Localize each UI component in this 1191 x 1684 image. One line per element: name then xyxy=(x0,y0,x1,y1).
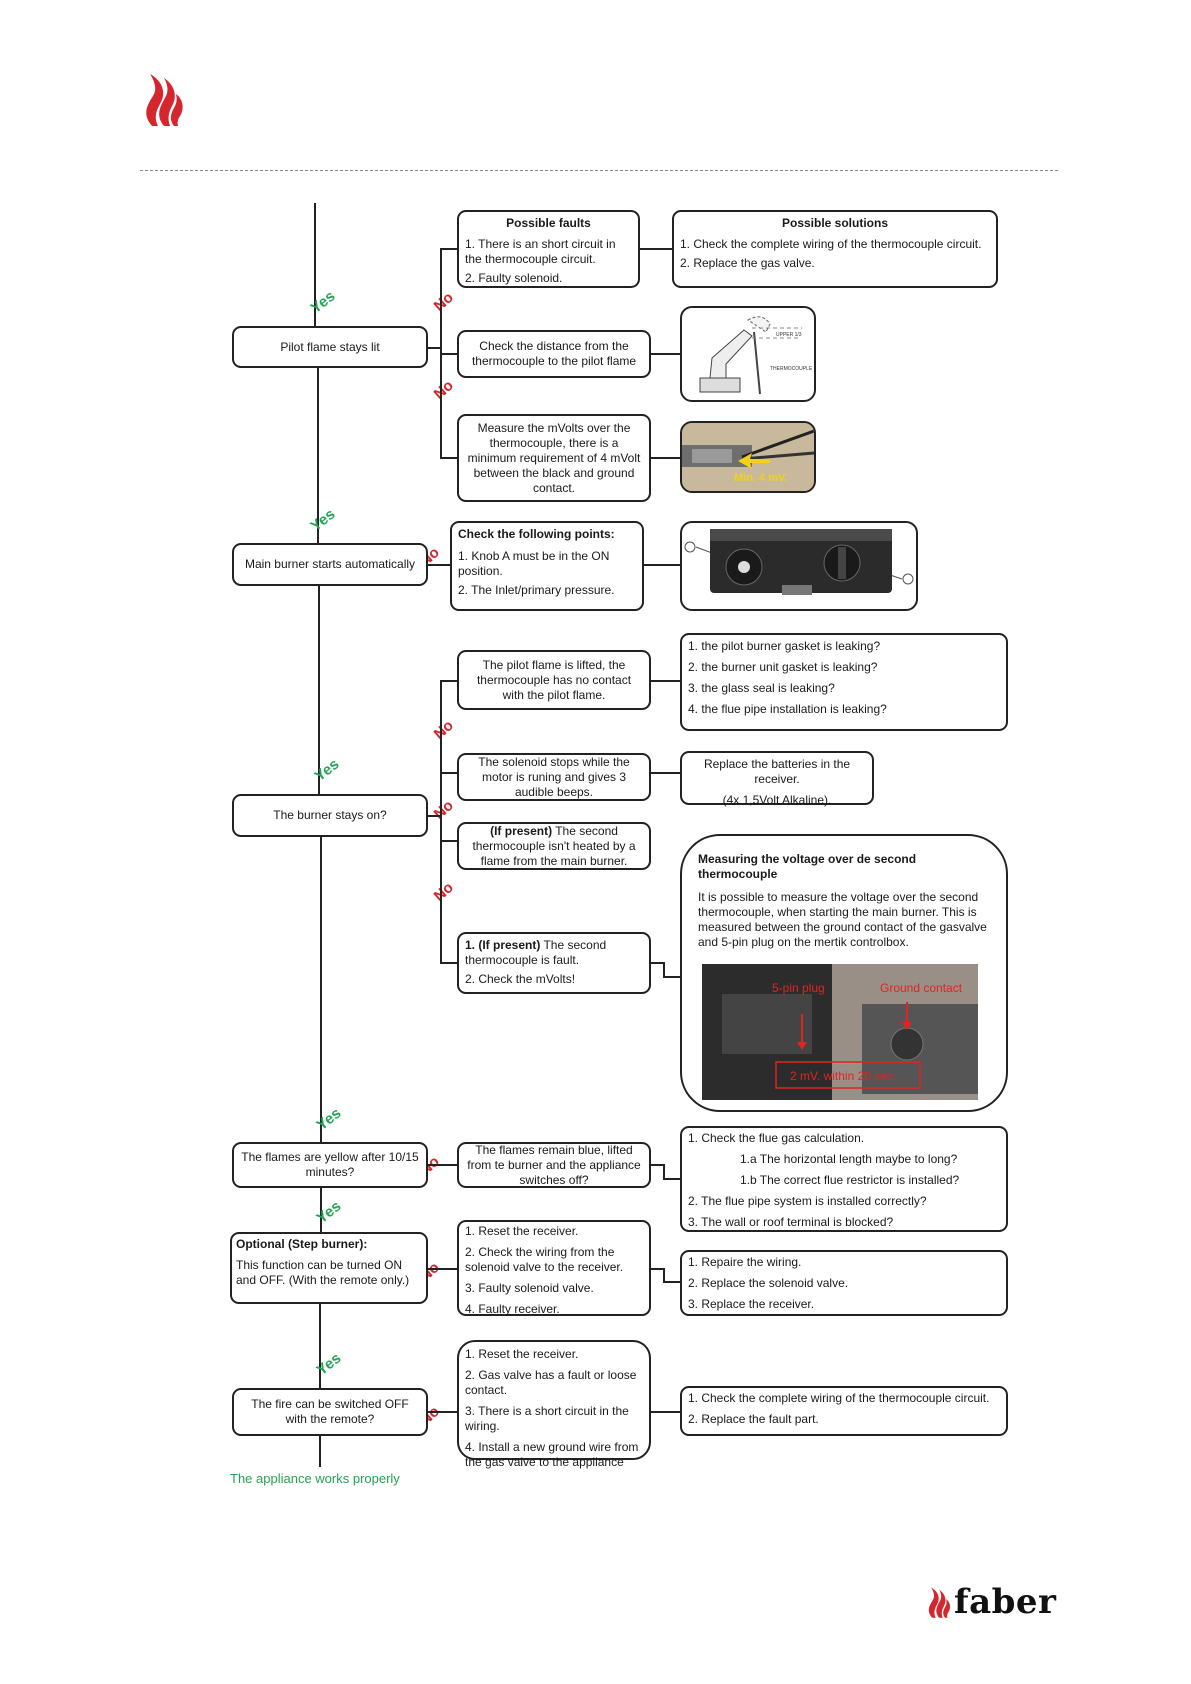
receiver-faults-box: 1. Reset the receiver. 2. Check the wiri… xyxy=(457,1220,651,1316)
leak-item: 4. the flue pipe installation is leaking… xyxy=(688,702,887,716)
measuring-body: It is possible to measure the voltage ov… xyxy=(698,890,987,949)
repairs-box: 1. Repaire the wiring. 2. Replace the so… xyxy=(680,1250,1008,1316)
step-switch-off: The fire can be switched OFF with the re… xyxy=(232,1388,428,1436)
fault-item: 1. There is an short circuit in the ther… xyxy=(465,237,616,266)
possible-faults-header: Possible faults xyxy=(506,216,591,230)
receiver-fault-item: 3. Faulty solenoid valve. xyxy=(465,1281,594,1295)
final-fault-item: 3. There is a short circuit in the wirin… xyxy=(465,1404,629,1433)
mv-reading-label: 2 mV. within 20 sec. xyxy=(790,1069,896,1083)
second-thermocouple-box: (If present) The second thermocouple isn… xyxy=(457,822,651,870)
mvolt-measure-photo: Min. 4 mV. xyxy=(680,421,816,493)
yes-label: Yes xyxy=(313,1197,345,1227)
flue-item: 3. The wall or roof terminal is blocked? xyxy=(688,1215,894,1229)
upper-label: UPPER 1/3 xyxy=(776,332,802,338)
fault-item: The second thermocouple is fault. xyxy=(465,938,607,967)
step-main-burner: Main burner starts automatically xyxy=(232,543,428,586)
step-yellow-flames: The flames are yellow after 10/15 minute… xyxy=(232,1142,428,1188)
five-pin-plug-label: 5-pin plug xyxy=(772,981,825,995)
receiver-fault-item: 1. Reset the receiver. xyxy=(465,1224,579,1238)
flue-item: 2. The flue pipe system is installed cor… xyxy=(688,1194,927,1208)
spine-line xyxy=(314,203,316,326)
check-distance-box: Check the distance from the thermocouple… xyxy=(457,330,651,378)
receiver-fault-item: 4. Faulty receiver. xyxy=(465,1302,560,1316)
possible-solutions-box: Possible solutions 1. Check the complete… xyxy=(672,210,998,288)
second-thermocouple-photo: 5-pin plug Ground contact 2 mV. within 2… xyxy=(702,964,978,1100)
possible-faults-box: Possible faults 1. There is an short cir… xyxy=(457,210,640,288)
yes-label: Yes xyxy=(313,1104,345,1134)
works-properly-text: The appliance works properly xyxy=(230,1471,400,1486)
yes-label: Yes xyxy=(311,755,343,785)
thermocouple-drawing: UPPER 1/3 THERMOCOUPLE xyxy=(699,316,813,395)
batteries-spec: (4x 1,5Volt Alkaline). xyxy=(722,793,832,807)
pilot-lifted-box: The pilot flame is lifted, the thermocou… xyxy=(457,650,651,710)
thermocouple-label: THERMOCOUPLE xyxy=(770,366,813,372)
blue-flames-box: The flames remain blue, lifted from te b… xyxy=(457,1142,651,1188)
ground-contact-label: Ground contact xyxy=(880,981,963,995)
check-points-title: Check the following points: xyxy=(458,527,615,541)
possible-solutions-header: Possible solutions xyxy=(781,216,889,230)
step-burner-stays-on: The burner stays on? xyxy=(232,794,428,837)
flue-checks-box: 1. Check the flue gas calculation. 1.a T… xyxy=(680,1126,1008,1232)
final-fault-item: 4. Install a new ground wire from the ga… xyxy=(465,1440,639,1469)
solution-item: 2. Replace the gas valve. xyxy=(680,256,815,270)
yes-label: Yes xyxy=(307,287,339,317)
measuring-title: Measuring the voltage over de second the… xyxy=(698,852,917,881)
measuring-voltage-box: Measuring the voltage over de second the… xyxy=(680,834,1008,1112)
batteries-text: Replace the batteries in the receiver. xyxy=(703,757,851,786)
header-divider xyxy=(140,170,1058,171)
faber-logo: faber xyxy=(924,1582,1056,1622)
repair-item: 1. Repaire the wiring. xyxy=(688,1255,802,1269)
fault-item: 2. Check the mVolts! xyxy=(465,972,576,986)
measure-mvolts-box: Measure the mVolts over the thermocouple… xyxy=(457,414,651,502)
no-label: No xyxy=(430,716,457,743)
flue-subitem: 1.a The horizontal length maybe to long? xyxy=(740,1152,958,1166)
thermocouple-diagram-image: UPPER 1/3 THERMOCOUPLE xyxy=(680,306,816,402)
check-points-box: Check the following points: 1. Knob A mu… xyxy=(450,521,644,611)
optional-title: Optional (Step burner): xyxy=(236,1237,368,1251)
optional-body: This function can be turned ON and OFF. … xyxy=(236,1258,410,1287)
final-fault-item: 1. Reset the receiver. xyxy=(465,1347,579,1361)
repair-item: 3. Replace the receiver. xyxy=(688,1297,815,1311)
flue-item: 1. Check the flue gas calculation. xyxy=(688,1131,865,1145)
leak-item: 1. the pilot burner gasket is leaking? xyxy=(688,639,881,653)
leak-item: 3. the glass seal is leaking? xyxy=(688,681,835,695)
final-solutions-box: 1. Check the complete wiring of the ther… xyxy=(680,1386,1008,1436)
final-solution-item: 2. Replace the fault part. xyxy=(688,1412,819,1426)
check-point-item: 1. Knob A must be in the ON position. xyxy=(458,549,610,578)
yes-label: Yes xyxy=(307,505,339,535)
no-label: No xyxy=(430,376,457,403)
solenoid-stops-box: The solenoid stops while the motor is ru… xyxy=(457,753,651,801)
gas-valve-photo xyxy=(680,521,918,611)
solution-item: 1. Check the complete wiring of the ther… xyxy=(680,237,982,251)
check-point-item: 2. The Inlet/primary pressure. xyxy=(458,583,615,597)
flame-logo-icon xyxy=(928,1587,951,1618)
if-present-label: (If present) xyxy=(490,823,553,838)
step-pilot-flame: Pilot flame stays lit xyxy=(232,326,428,368)
final-faults-box: 1. Reset the receiver. 2. Gas valve has … xyxy=(457,1340,651,1469)
fault-item: 2. Faulty solenoid. xyxy=(465,271,563,285)
receiver-fault-item: 2. Check the wiring from the solenoid va… xyxy=(465,1245,624,1274)
leak-item: 2. the burner unit gasket is leaking? xyxy=(688,660,878,674)
min-mv-label: Min. 4 mV. xyxy=(734,472,787,484)
final-solution-item: 1. Check the complete wiring of the ther… xyxy=(688,1391,990,1405)
flue-subitem: 1.b The correct flue restrictor is insta… xyxy=(740,1173,960,1187)
second-thermocouple-fault-box: 1. (If present) The second thermocouple … xyxy=(457,932,651,994)
batteries-box: Replace the batteries in the receiver. (… xyxy=(680,751,874,807)
no-label: No xyxy=(430,288,457,315)
flame-logo-icon xyxy=(146,74,183,126)
step-optional-burner: Optional (Step burner): This function ca… xyxy=(230,1232,428,1304)
second-thermocouple-text: The second thermocouple isn't heated by … xyxy=(472,823,636,868)
if-present-label: 1. (If present) xyxy=(465,938,541,952)
brand-name: faber xyxy=(954,1582,1057,1622)
no-label: No xyxy=(430,878,457,905)
leak-checks-box: 1. the pilot burner gasket is leaking? 2… xyxy=(680,633,1008,731)
repair-item: 2. Replace the solenoid valve. xyxy=(688,1276,849,1290)
final-fault-item: 2. Gas valve has a fault or loose contac… xyxy=(465,1368,637,1397)
no-label: No xyxy=(430,796,457,823)
